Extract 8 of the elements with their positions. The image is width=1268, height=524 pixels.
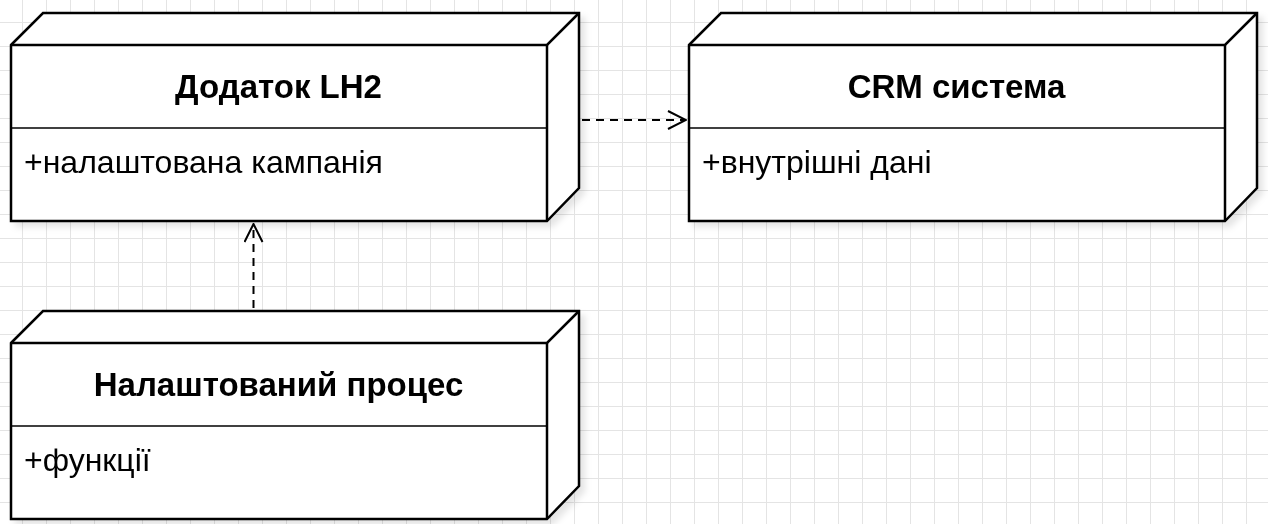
attribute-text: +функції bbox=[24, 442, 151, 479]
attribute-text: +внутрішні дані bbox=[702, 144, 932, 181]
dependency-arrow bbox=[581, 110, 687, 130]
dependency-arrow bbox=[243, 223, 264, 309]
node-title: Додаток LH2 bbox=[175, 67, 382, 106]
node-title: CRM система bbox=[847, 67, 1066, 106]
node-title: Налаштований процес bbox=[93, 365, 464, 404]
attribute-text: +налаштована кампанія bbox=[24, 144, 383, 181]
